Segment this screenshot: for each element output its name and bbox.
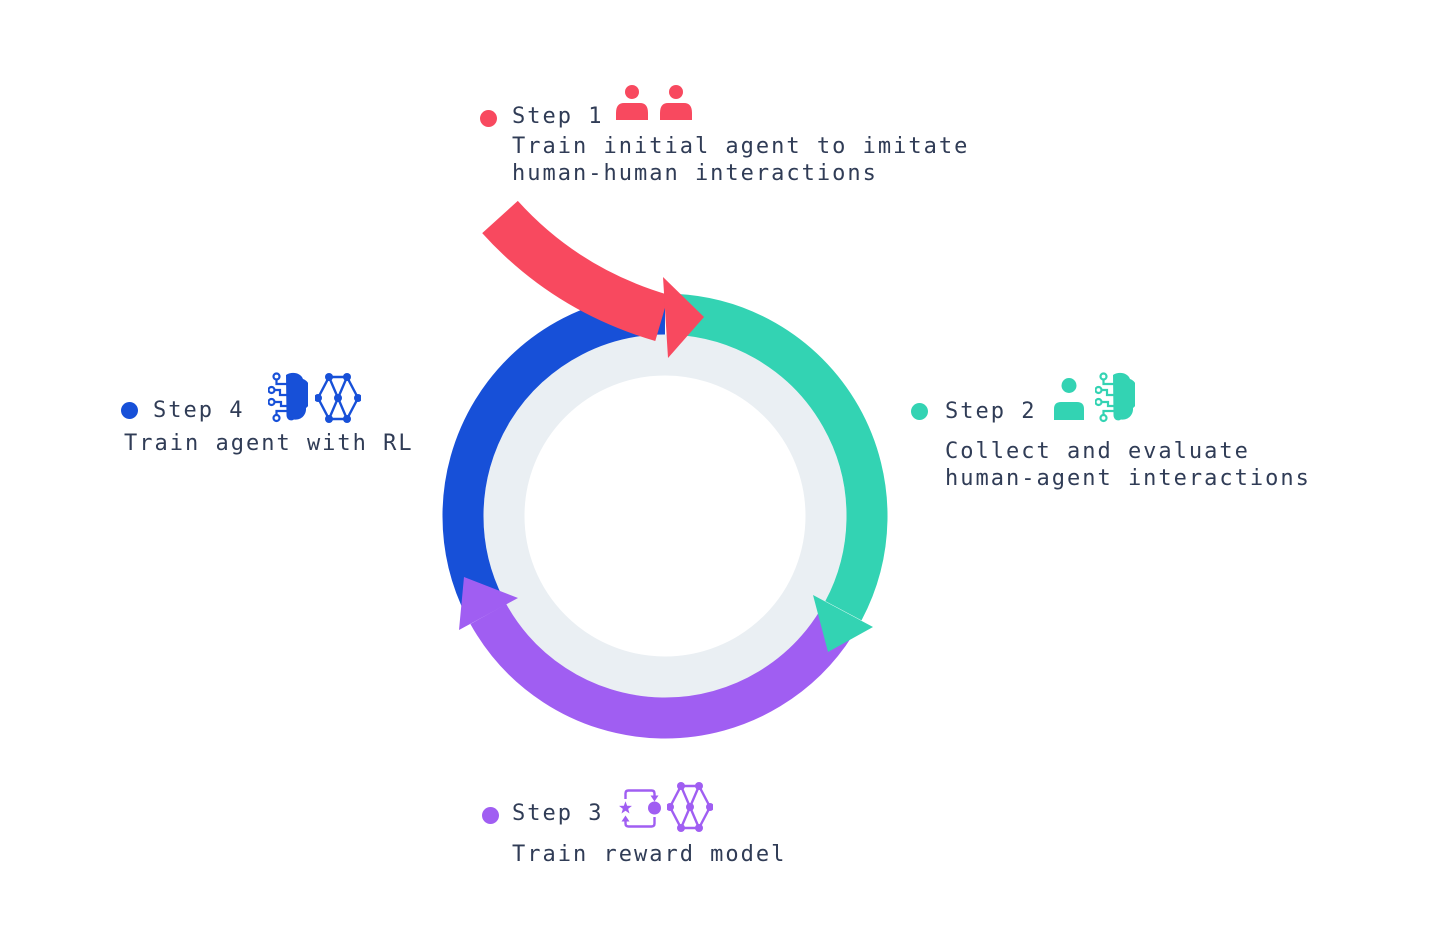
person-icon: [1054, 378, 1084, 420]
brain-circuit-icon: [268, 372, 308, 423]
two-people-icon: [616, 85, 692, 120]
step-4-label: Step 4: [153, 398, 245, 423]
step-2-label: Step 2: [945, 399, 1037, 424]
inner-ring: [483, 334, 847, 698]
step-4-description: Train agent with RL: [124, 431, 414, 456]
network-graph-icon: [315, 373, 361, 423]
reward-cycle-icon: [619, 789, 661, 828]
step-1-label: Step 1: [512, 104, 604, 129]
step-1-description: Train initial agent to imitate human-hum…: [512, 134, 970, 186]
step-2-bullet: [911, 403, 928, 420]
step-3-description: Train reward model: [512, 842, 787, 867]
brain-circuit-icon: [1095, 372, 1135, 423]
step-1-bullet: [480, 110, 497, 127]
step2-arc-teal: [674, 293, 888, 621]
step-3-bullet: [482, 807, 499, 824]
step1-arrowhead: [663, 277, 704, 358]
step2-arrowhead: [813, 595, 873, 652]
step4-arc-blue: [442, 293, 666, 617]
step-3-label: Step 3: [512, 801, 604, 826]
step3-arrowhead: [459, 577, 518, 630]
step3-arc-purple: [470, 603, 856, 739]
step1-entry-arrow: [482, 200, 669, 342]
step-2-description: Collect and evaluate human-agent interac…: [945, 439, 1311, 491]
network-graph-icon: [667, 782, 713, 832]
step-4-bullet: [121, 402, 138, 419]
